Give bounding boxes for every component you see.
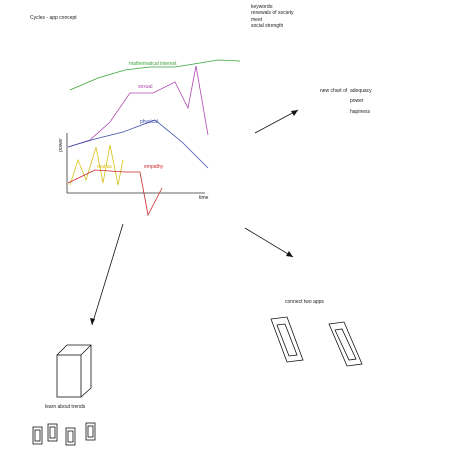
keyword-item: social strength — [251, 22, 284, 29]
series-label-mattas: mattas — [97, 164, 113, 170]
new-chart-label: new chart of — [320, 88, 348, 94]
trends-box-icon — [56, 344, 92, 398]
new-chart-item: power — [350, 98, 364, 104]
phone-icon — [32, 426, 43, 445]
y-axis-label: power — [57, 138, 64, 152]
page-title: Cycles - app concept — [30, 15, 77, 21]
arrowhead — [90, 318, 95, 325]
phone-icon — [47, 423, 58, 442]
series-label-empathy: empathy — [144, 164, 164, 170]
x-axis-label: time — [199, 195, 209, 201]
series-line-sexual — [67, 65, 209, 148]
connect-apps-label: connect two apps — [285, 299, 324, 305]
arrow-to-trends — [91, 223, 124, 326]
keyword-item: renewals of society — [251, 10, 294, 17]
app-phone-icon — [328, 321, 363, 367]
keyword-item: meet — [251, 16, 263, 23]
new-chart-item: adequacy — [350, 88, 372, 94]
series-label-physical: physical — [140, 119, 159, 125]
arrow-to-connect-apps — [244, 227, 294, 258]
series-line-physical — [67, 119, 209, 169]
arrow-to-new-chart — [254, 109, 299, 134]
trends-label: learn about trends — [45, 404, 86, 410]
keywords-block: keywords: renewals of society meet socia… — [251, 4, 294, 29]
new-chart-item: hapiness — [350, 109, 371, 115]
series-label-mathematical-interest: mathematical interest — [129, 61, 177, 67]
arrowhead — [286, 251, 293, 257]
app-phone-icon — [270, 316, 304, 363]
arrowhead — [291, 110, 298, 116]
phone-icons-row — [32, 422, 96, 446]
series-line-mathematical-interest — [69, 59, 241, 91]
keywords-heading: keywords: — [251, 4, 274, 10]
series-label-sexual: sexual — [138, 84, 153, 90]
phone-icon — [65, 427, 76, 446]
series-line-mattas — [69, 144, 124, 186]
phone-icon — [85, 422, 96, 441]
series-line-empathy — [67, 169, 163, 217]
